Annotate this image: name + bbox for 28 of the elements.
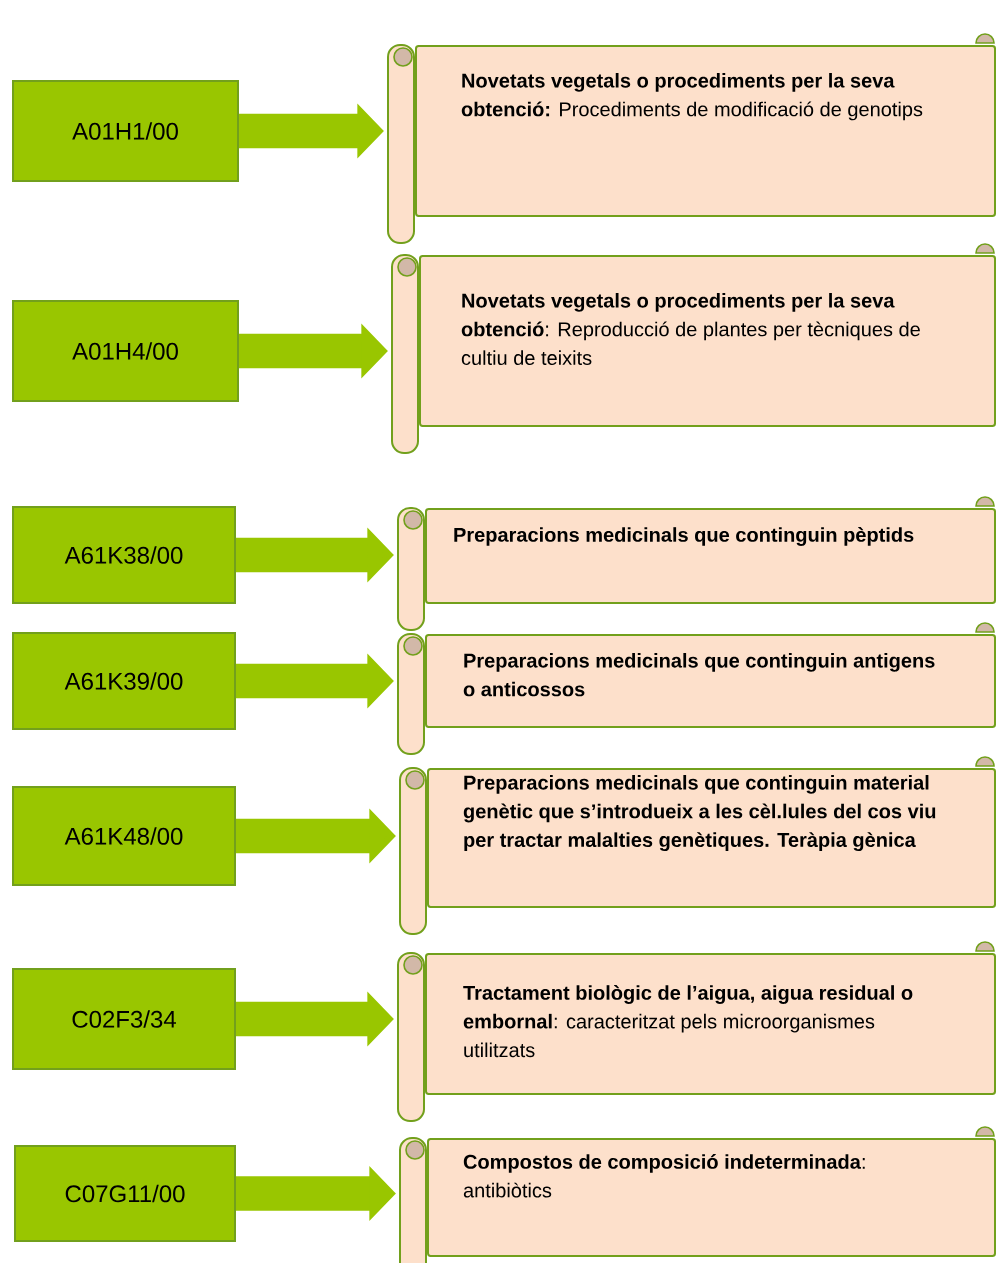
code-box <box>12 786 236 886</box>
scroll-banner <box>419 255 996 427</box>
code-box <box>12 506 236 604</box>
description-text: Preparacions medicinals que continguin pèptids <box>454 527 914 546</box>
description-text: Tractament biològic de l’aigua, aigua residual o embornal: caracteritzat pels microorganismes utilitzats <box>463 985 913 1058</box>
code-box <box>14 1145 236 1242</box>
code-box <box>12 80 239 182</box>
code-label: A01H4/00 <box>72 342 178 360</box>
scroll-banner <box>425 634 996 728</box>
scroll-banner <box>425 953 996 1095</box>
code-label: C07G11/00 <box>65 1184 185 1203</box>
scroll-banner <box>415 45 996 217</box>
code-label: A61K48/00 <box>64 827 183 845</box>
code-label: A61K38/00 <box>64 546 183 564</box>
code-box <box>12 300 239 402</box>
scroll-banner <box>425 508 996 604</box>
code-box <box>12 968 236 1070</box>
code-label: A61K39/00 <box>64 672 183 690</box>
description-text: Preparacions medicinals que continguin material genètic que s’introdueix a les cèl.lules del cos viu per tractar malalties genètiques. Teràpia gènica <box>463 775 936 852</box>
description-text: Novetats vegetals o procediments per la seva obtenció: Procediments de modificació de genotips <box>461 73 923 121</box>
description-text: Novetats vegetals o procediments per la seva obtenció: Reproducció de plantes per tècniques de cultiu de teixits <box>461 293 920 365</box>
code-box <box>12 632 236 730</box>
description-text: Compostos de composició indeterminada: antibiòtics <box>463 1154 865 1198</box>
code-label: C02F3/34 <box>72 1010 176 1028</box>
description-text: Preparacions medicinals que continguin antigens o anticossos <box>463 653 935 697</box>
scroll-banner <box>427 768 996 908</box>
code-label: A01H1/00 <box>72 122 178 140</box>
scroll-banner <box>427 1138 996 1257</box>
